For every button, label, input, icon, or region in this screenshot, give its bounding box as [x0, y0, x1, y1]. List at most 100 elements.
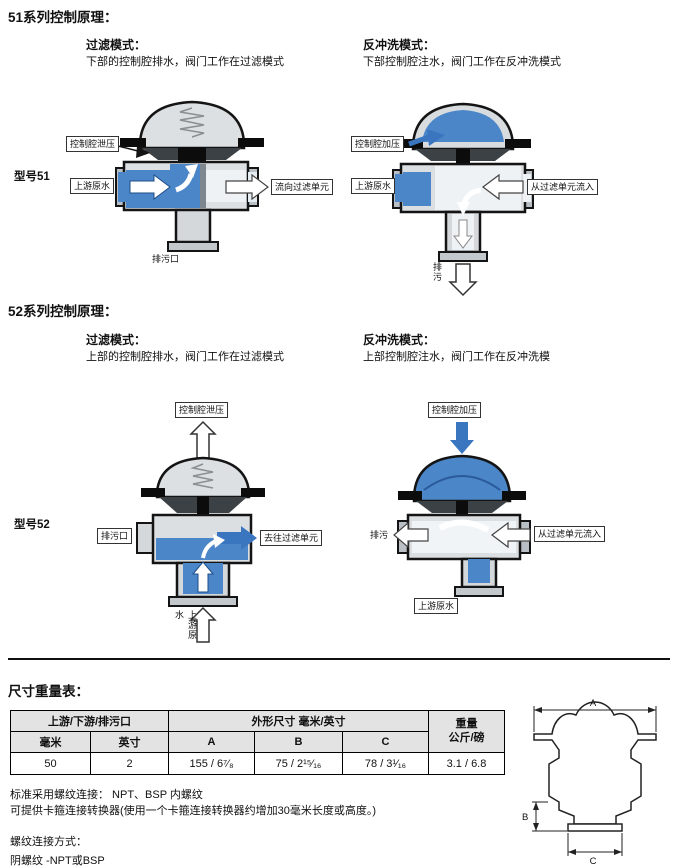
pressurize-arrow: [408, 134, 430, 147]
label-control-chamber-relief: 控制腔泄压: [66, 136, 120, 153]
valve-outline: [533, 701, 657, 825]
inlet-flow-arrow: [129, 174, 171, 200]
model-52-label: 型号52: [14, 519, 50, 531]
s52-backwash-mode-desc: 上部控制腔注水，阀门工作在反冲洗模: [363, 351, 550, 363]
rise-flow-arrow: [191, 561, 215, 593]
outlet-flow-arrow: [225, 173, 269, 201]
dome-flange-left: [398, 491, 422, 500]
valve-outline-svg: A B C: [522, 698, 657, 866]
pressurized-chamber: [422, 110, 504, 142]
label-inflow-from-filter-unit: 从过滤单元流入: [527, 179, 599, 196]
dim-c: C: [567, 833, 623, 866]
backwash-inlet-arrow: [491, 521, 531, 549]
s51-filter-mode-desc: 下部的控制腔排水，阀门工作在过滤模式: [86, 56, 284, 68]
label-drain-port: 排污口: [97, 528, 133, 545]
col-mm: 毫米: [10, 731, 91, 753]
valve-dome: [120, 100, 264, 161]
outlet-blue-arrow: [217, 526, 257, 550]
drain-out-arrow: [393, 521, 429, 549]
cell-c: 78 / 3¹⁄₁₆: [342, 752, 429, 775]
upstream-water: [403, 172, 431, 206]
spring: [179, 107, 205, 138]
model-51-label: 型号51: [14, 171, 50, 183]
label-control-chamber-pressurize: 控制腔加压: [351, 136, 405, 153]
label-to-filter-unit: 去往过滤单元: [260, 530, 323, 547]
col-weight: 重量 公斤/磅: [428, 710, 505, 753]
valve-52-filter-drawing: [136, 420, 265, 643]
cell-b: 75 / 2¹⁵⁄₁₆: [254, 752, 343, 775]
dim-b-label: B: [522, 812, 528, 823]
section-divider: [8, 658, 670, 660]
dim-b: B: [522, 801, 567, 832]
diagram-52-filter: 控制腔泄压 排污口 去往过滤单元 上游原水: [95, 398, 330, 644]
note-clamp-adapter: 可提供卡箍连接转换器(使用一个卡箍连接转换器约增加30毫米长度或高度。): [10, 805, 377, 817]
diagram-51-filter: 控制腔泄压 上游原水 流向过滤单元 排污口: [58, 92, 343, 267]
dim-c-label: C: [590, 856, 597, 866]
drain-down-arrow: [448, 263, 478, 297]
label-drain-port: 排污口: [152, 254, 180, 264]
label-inflow-from-filter-unit: 从过滤单元流入: [534, 526, 606, 543]
note-thread-type-title: 螺纹连接方式：: [10, 836, 87, 848]
cell-mm: 50: [10, 752, 91, 775]
flow-arrows: [408, 129, 524, 297]
pressurize-down-arrow: [450, 422, 474, 454]
weight-label: 重量: [455, 717, 478, 730]
label-control-chamber-pressurize: 控制腔加压: [428, 402, 482, 419]
label-upstream-vertical: 上游原水: [174, 610, 197, 640]
label-flow-to-filter-unit: 流向过滤单元: [271, 179, 334, 196]
col-b: B: [254, 731, 343, 753]
upstream-water: [468, 559, 490, 583]
cell-inch: 2: [90, 752, 169, 775]
label-drain: 排污: [370, 530, 389, 540]
section52-title: 52系列控制原理：: [8, 304, 118, 319]
col-c: C: [342, 731, 429, 753]
flow-arrows: [393, 519, 531, 549]
col-a: A: [168, 731, 255, 753]
dome-flange-right: [505, 139, 531, 148]
label-upstream-raw-water: 上游原水: [351, 178, 396, 195]
valve-dome: [141, 456, 265, 515]
spring: [190, 463, 214, 489]
col-group-port: 上游/下游/排污口: [10, 710, 169, 732]
cell-a: 155 / 6⁷⁄₈: [168, 752, 255, 775]
flow-arrows: [189, 526, 257, 643]
valve-51-filter-drawing: [115, 100, 269, 252]
label-upstream-raw-water: 上游原水: [414, 598, 459, 615]
flow-arrows: [129, 164, 269, 201]
pressurized-chamber: [412, 454, 512, 503]
dome-flange-left: [141, 488, 165, 497]
dim-a-label: A: [590, 698, 597, 709]
label-drain-vertical: 排污: [432, 262, 442, 282]
drain-stub: [167, 208, 219, 252]
s52-backwash-mode-title: 反冲洗模式：: [363, 333, 436, 347]
dimensions-table: 上游/下游/排污口 外形尺寸 毫米/英寸 重量 公斤/磅 毫米 英寸 A B C…: [10, 710, 505, 775]
weight-unit: 公斤/磅: [448, 731, 485, 744]
dome-flange-right: [238, 138, 264, 147]
s52-filter-mode-title: 过滤模式：: [86, 333, 147, 347]
s51-backwash-mode-title: 反冲洗模式：: [363, 38, 436, 52]
valve-51-backwash-drawing: [392, 102, 534, 297]
relief-up-arrow: [189, 420, 217, 459]
diagram-51-backwash: 控制腔加压 上游原水 从过滤单元流入 排污: [345, 92, 610, 304]
note-thread-standard: 标准采用螺纹连接： NPT、BSP 内螺纹: [10, 789, 203, 801]
dome-flange-left: [120, 138, 146, 147]
diagram-52-backwash: 控制腔加压 排污 从过滤单元流入 上游原水: [350, 398, 625, 618]
upstream-up-arrow: [189, 606, 217, 643]
label-upstream-raw-water: 上游原水: [70, 178, 115, 195]
backwash-inlet-arrow: [482, 173, 524, 201]
s51-backwash-mode-desc: 下部控制腔注水，阀门工作在反冲洗模式: [363, 56, 561, 68]
dome-flange-right: [241, 488, 265, 497]
dimensions-title: 尺寸重量表：: [8, 684, 89, 699]
relief-connector-arrow: [117, 145, 150, 158]
dim-a: A: [533, 698, 657, 732]
drain-port-wing: [136, 522, 154, 554]
label-control-chamber-relief: 控制腔泄压: [175, 402, 229, 419]
drain-flow-arrow: [453, 219, 473, 249]
col-inch: 英寸: [90, 731, 169, 753]
valve-52-backwash-drawing: [393, 422, 531, 597]
outline-dimension-drawing: A B C: [520, 694, 675, 866]
dome-flange-right: [502, 491, 526, 500]
col-group-dims: 外形尺寸 毫米/英寸: [168, 710, 429, 732]
cell-weight: 3.1 / 6.8: [428, 752, 505, 775]
